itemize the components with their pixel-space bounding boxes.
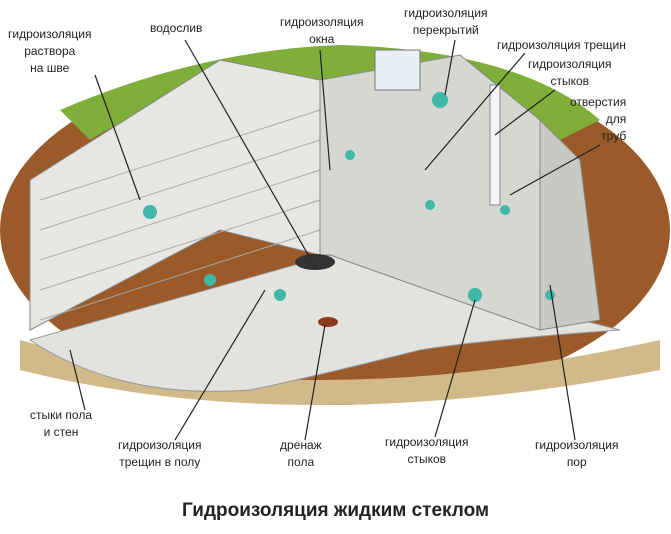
label-line: раствора (24, 44, 76, 58)
label-line: для (605, 112, 627, 126)
label-line: стыки пола (30, 408, 92, 422)
label-cracks: гидроизоляция трещин (497, 37, 626, 54)
label-pores: гидроизоляция пор (535, 437, 618, 471)
label-joints-top: гидроизоляция стыков (528, 56, 611, 90)
diagram-title: Гидроизоляция жидким стеклом (181, 500, 490, 521)
label-window: гидроизоляция окна (280, 14, 363, 48)
label-line: отверстия (570, 95, 627, 109)
label-ceiling: гидроизоляция перекрытий (404, 5, 487, 39)
label-line: пор (566, 455, 587, 469)
right-wall-edge (539, 118, 601, 331)
label-line: трещин в полу (119, 455, 201, 469)
block-grid (39, 109, 321, 321)
label-line: гидроизоляция (8, 27, 92, 41)
label-floor-cracks: гидроизоляция трещин в полу (118, 437, 201, 471)
label-line: гидроизоляция (118, 438, 202, 452)
window (374, 49, 421, 91)
label-line: гидроизоляция (404, 6, 488, 20)
label-line: окна (309, 32, 335, 46)
label-floor-drain: дренаж пола (280, 437, 322, 471)
label-mortar-joint: гидроизоляция раствора на шве (8, 26, 91, 77)
floor-drain (318, 317, 338, 327)
label-pipe-holes: отверстия для труб (570, 94, 626, 145)
pipe (489, 84, 501, 206)
label-line: стыков (550, 74, 590, 88)
label-line: и стен (43, 425, 79, 439)
label-joints-bottom: гидроизоляция стыков (385, 434, 468, 468)
label-line: гидроизоляция (535, 438, 619, 452)
label-line: гидроизоляция трещин (497, 38, 626, 52)
label-line: гидроизоляция (280, 15, 364, 29)
leader-lines (69, 39, 601, 441)
label-line: труб (601, 129, 627, 143)
sealant-spots (143, 92, 555, 302)
label-line: пола (287, 455, 315, 469)
label-floor-wall-joints: стыки пола и стен (30, 407, 92, 441)
drain-hole (295, 254, 335, 270)
label-line: дренаж (280, 438, 322, 452)
label-line: водослив (150, 21, 203, 35)
label-line: перекрытий (412, 23, 479, 37)
label-drain: водослив (150, 20, 202, 37)
label-line: стыков (407, 452, 447, 466)
label-line: гидроизоляция (385, 435, 469, 449)
label-line: гидроизоляция (528, 57, 612, 71)
label-line: на шве (30, 61, 70, 75)
